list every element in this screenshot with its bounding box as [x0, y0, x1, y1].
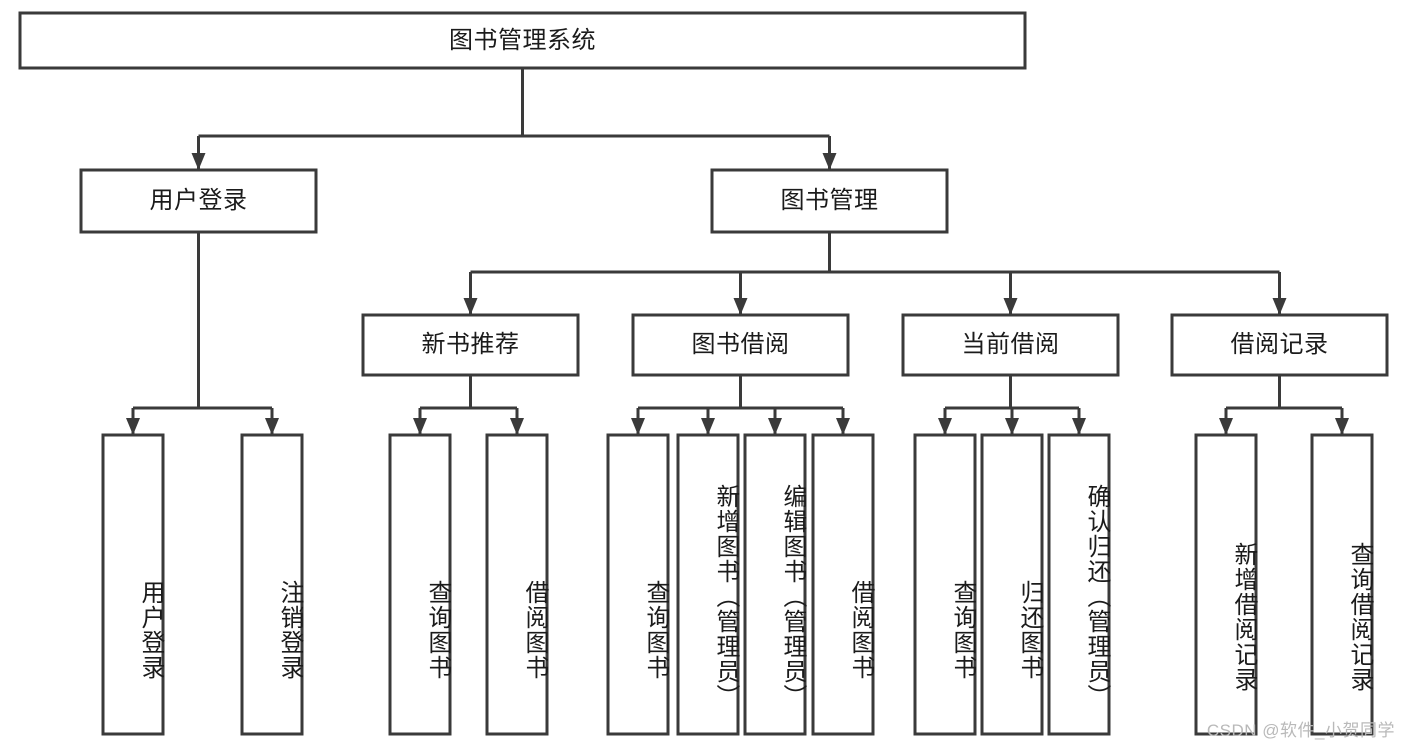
arrow-head-current-borrow — [1003, 298, 1018, 315]
node-box-leaf-borrow-book-2[interactable] — [811, 433, 875, 736]
node-boxes — [18, 11, 1389, 736]
node-box-leaf-add-record[interactable] — [1194, 433, 1258, 736]
arrow-head-leaf-query-book-2 — [631, 418, 645, 435]
arrow-head-leaf-user-logout — [265, 418, 279, 435]
node-box-leaf-query-book-2[interactable] — [606, 433, 670, 736]
arrow-head-leaf-user-login — [126, 418, 140, 435]
arrow-head-leaf-query-book-1 — [413, 418, 427, 435]
arrow-head-book-borrow — [733, 298, 748, 315]
arrow-head-leaf-add-record — [1219, 418, 1233, 435]
arrow-head-leaf-query-record — [1335, 418, 1349, 435]
arrow-head-book-manage — [822, 153, 837, 170]
node-box-borrow-record[interactable] — [1170, 313, 1389, 377]
node-box-leaf-add-book[interactable] — [676, 433, 740, 736]
arrow-head-borrow-record — [1272, 298, 1287, 315]
node-box-leaf-edit-book[interactable] — [743, 433, 807, 736]
node-box-leaf-borrow-book-1[interactable] — [485, 433, 549, 736]
node-box-user-login[interactable] — [79, 168, 318, 234]
edges — [126, 68, 1349, 435]
node-box-leaf-query-record[interactable] — [1310, 433, 1374, 736]
arrow-head-leaf-query-book-3 — [938, 418, 952, 435]
arrow-head-leaf-confirm-return — [1072, 418, 1086, 435]
node-box-book-manage[interactable] — [710, 168, 949, 234]
arrow-head-leaf-add-book — [701, 418, 715, 435]
node-box-book-borrow[interactable] — [631, 313, 850, 377]
arrow-head-leaf-edit-book — [768, 418, 782, 435]
arrow-head-new-book-recommend — [463, 298, 478, 315]
arrow-head-leaf-borrow-book-2 — [836, 418, 850, 435]
arrow-head-user-login — [191, 153, 206, 170]
node-box-leaf-user-logout[interactable] — [240, 433, 304, 736]
node-box-current-borrow[interactable] — [901, 313, 1120, 377]
node-box-root[interactable] — [18, 11, 1027, 70]
node-box-leaf-return-book[interactable] — [980, 433, 1044, 736]
arrow-head-leaf-borrow-book-1 — [510, 418, 524, 435]
node-box-leaf-user-login[interactable] — [101, 433, 165, 736]
node-box-leaf-confirm-return[interactable] — [1047, 433, 1111, 736]
node-box-new-book-recommend[interactable] — [361, 313, 580, 377]
arrow-head-leaf-return-book — [1005, 418, 1019, 435]
node-box-leaf-query-book-3[interactable] — [913, 433, 977, 736]
node-box-leaf-query-book-1[interactable] — [388, 433, 452, 736]
